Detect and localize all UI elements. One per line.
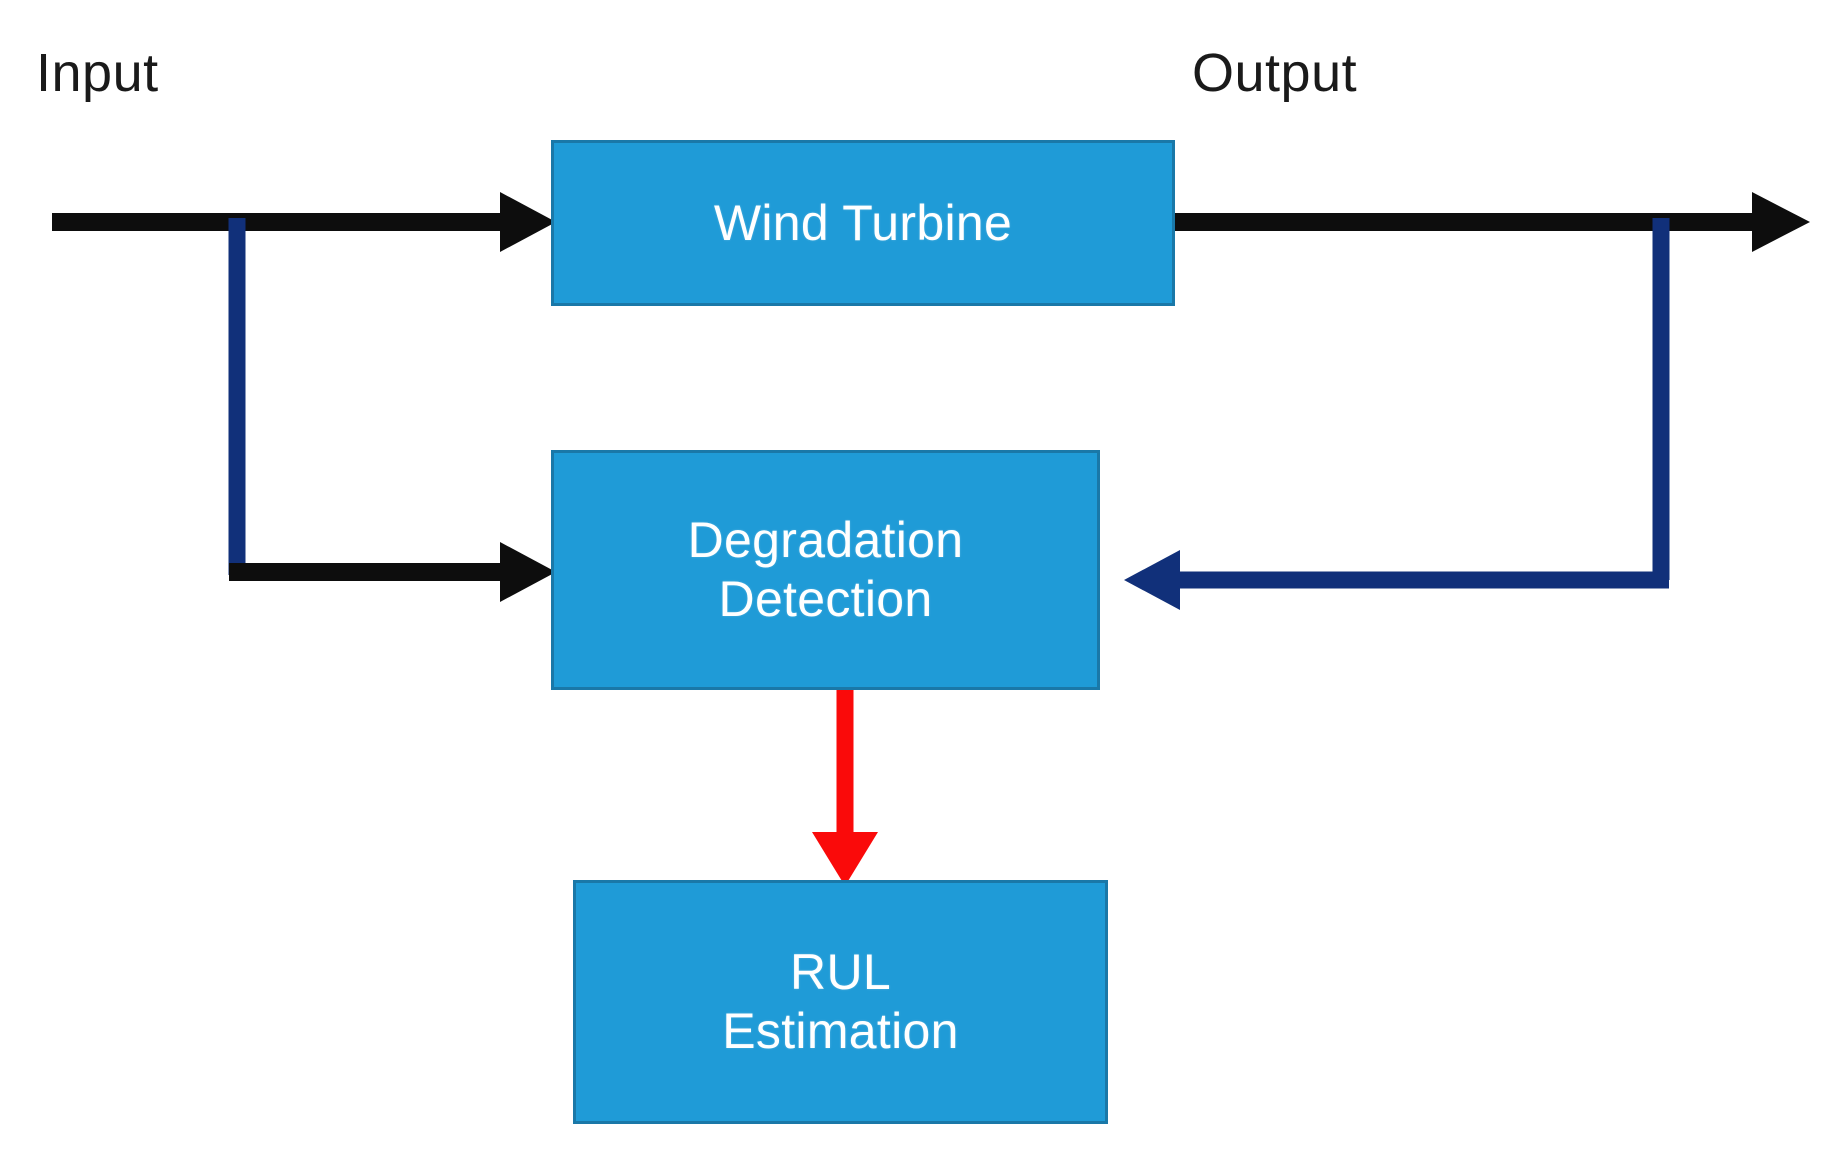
- connector-input-to-wind-turbine: [52, 192, 556, 252]
- input-arrowhead-icon: [500, 192, 556, 252]
- rul-arrowhead-icon: [812, 832, 878, 886]
- connector-input-branch-to-degradation: [228, 218, 556, 602]
- block-wind-turbine-label: Wind Turbine: [713, 194, 1013, 251]
- block-rul-estimation-label: RUL Estimation: [722, 944, 959, 1059]
- connector-wind-turbine-to-output: [1175, 192, 1810, 252]
- block-degradation-detection[interactable]: Degradation Detection: [551, 450, 1100, 690]
- block-wind-turbine[interactable]: Wind Turbine: [551, 140, 1175, 306]
- input-label: Input: [36, 43, 159, 103]
- feedback-arrowhead-icon: [1124, 550, 1180, 610]
- connector-degradation-to-rul: [812, 690, 878, 886]
- connector-output-feedback-to-degradation: [1124, 218, 1670, 610]
- degradation-input-arrowhead-icon: [500, 542, 556, 602]
- output-label: Output: [1192, 43, 1358, 103]
- output-arrowhead-icon: [1752, 192, 1810, 252]
- block-rul-estimation[interactable]: RUL Estimation: [573, 880, 1108, 1124]
- block-degradation-detection-label: Degradation Detection: [687, 512, 964, 627]
